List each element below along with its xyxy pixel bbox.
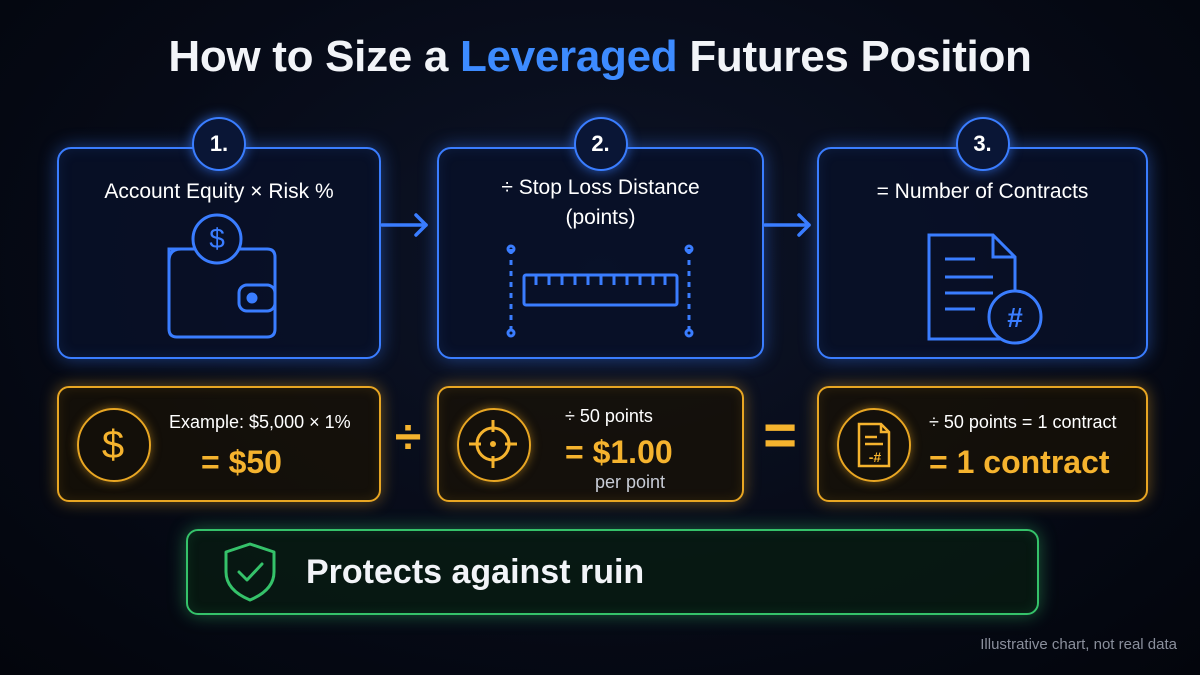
step-label-2-line1: ÷ Stop Loss Distance: [501, 176, 700, 199]
dollar-circle-icon: $: [77, 408, 151, 482]
svg-text:#: #: [1007, 302, 1023, 333]
step-label-2-line2: (points): [565, 206, 636, 229]
arrow-right-icon: [763, 213, 811, 237]
calc-small-2: ÷ 50 points: [565, 406, 653, 426]
calc-card-1: $ Example: $5,000 × 1% = $50: [57, 386, 381, 502]
title-prefix: How to Size a: [168, 32, 460, 81]
calc-small-1: Example: $5,000 × 1%: [169, 412, 351, 432]
step-badge-2: 2.: [573, 117, 628, 171]
svg-text:$: $: [209, 223, 225, 254]
svg-text:-#: -#: [869, 449, 882, 465]
calc-big-3: = 1 contract: [929, 444, 1110, 480]
step-label-3: = Number of Contracts: [876, 180, 1089, 203]
protect-banner: Protects against ruin: [186, 529, 1039, 615]
title-suffix: Futures Position: [677, 32, 1032, 81]
step-badge-3: 3.: [955, 117, 1010, 171]
footnote: Illustrative chart, not real data: [980, 636, 1177, 653]
calc-big-1: = $50: [201, 444, 282, 480]
calc-card-2: ÷ 50 points = $1.00 per point: [437, 386, 744, 502]
calc-unit-2: per point: [595, 472, 666, 492]
page-title: How to Size a Leveraged Futures Position: [0, 32, 1200, 82]
step-label-2: ÷ Stop Loss Distance (points): [439, 173, 762, 233]
calc-card-3: -# ÷ 50 points = 1 contract = 1 contract: [817, 386, 1148, 502]
step-label-1: Account Equity × Risk %: [104, 180, 334, 203]
step-badge-1: 1.: [192, 117, 246, 171]
svg-text:$: $: [102, 423, 124, 467]
equals-operator: =: [763, 403, 797, 468]
step-card-2: 2. ÷ Stop Loss Distance (points): [437, 117, 764, 359]
arrow-right-icon: [380, 213, 428, 237]
wallet-dollar-icon: $: [167, 213, 277, 339]
crosshair-icon: [457, 408, 531, 482]
shield-check-icon: [224, 542, 276, 602]
divide-operator: ÷: [394, 411, 422, 464]
document-hash-icon: -#: [837, 408, 911, 482]
title-highlight: Leveraged: [459, 32, 678, 81]
calc-small-3: ÷ 50 points = 1 contract: [929, 412, 1117, 432]
document-hash-icon: #: [927, 233, 1043, 345]
protect-text: Protects against ruin: [306, 553, 645, 591]
ruler-icon: [506, 244, 694, 338]
calc-big-2: = $1.00: [565, 434, 673, 470]
step-card-1: 1. Account Equity × Risk % $: [57, 117, 381, 359]
step-card-3: 3. = Number of Contracts #: [817, 117, 1148, 359]
